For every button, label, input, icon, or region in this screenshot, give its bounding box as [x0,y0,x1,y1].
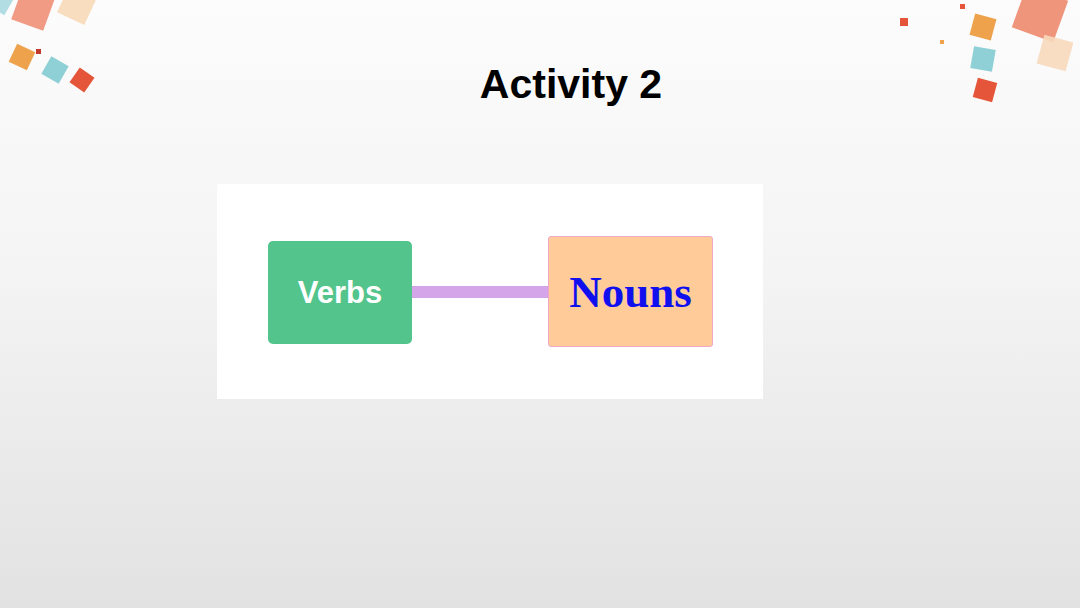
node-label: Nouns [569,266,692,318]
slide-title: Activity 2 [480,60,662,109]
verb-box: Verbs [268,241,412,344]
node-label: Verbs [298,275,382,311]
top-left-squares [0,0,97,93]
connector-line [412,286,548,298]
noun-box: Nouns [548,236,713,347]
top-right-squares [900,0,1073,102]
